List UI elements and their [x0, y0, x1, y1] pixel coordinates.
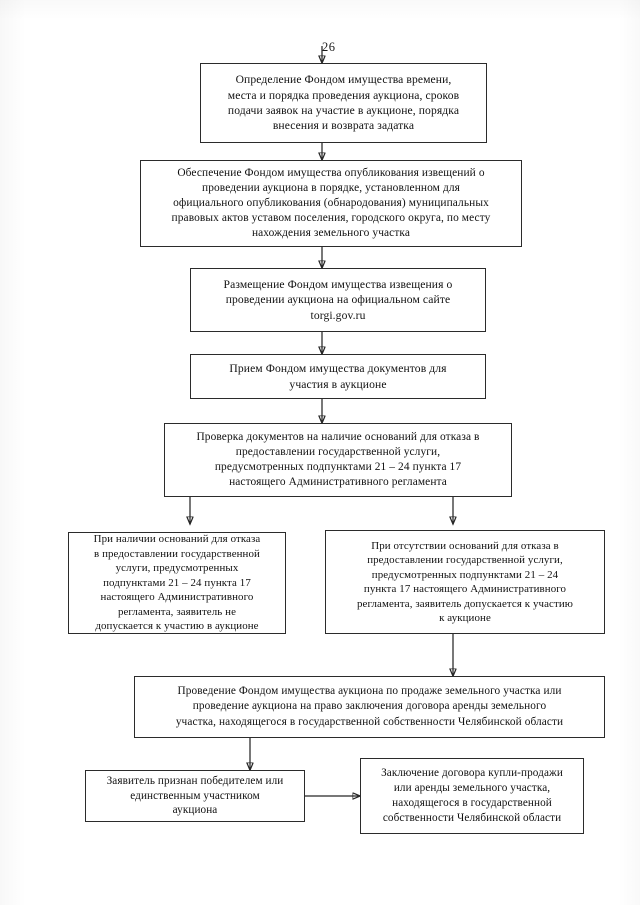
- node-no-refusal-admitted[interactable]: При отсутствии оснований для отказа в пр…: [325, 530, 605, 634]
- node-label: Прием Фондом имущества документов для уч…: [229, 362, 447, 391]
- node-label: При отсутствии оснований для отказа в пр…: [357, 539, 573, 625]
- node-check-refusal-grounds[interactable]: Проверка документов на наличие оснований…: [164, 423, 512, 497]
- node-refusal-not-admitted[interactable]: При наличии оснований для отказа в предо…: [68, 532, 286, 634]
- node-publish-notices[interactable]: Обеспечение Фондом имущества опубликован…: [140, 160, 522, 247]
- node-label: При наличии оснований для отказа в предо…: [93, 533, 261, 633]
- node-label: Заявитель признан победителем или единст…: [106, 774, 284, 817]
- node-conclude-contract[interactable]: Заключение договора купли-продажи или ар…: [360, 758, 584, 834]
- node-label: Обеспечение Фондом имущества опубликован…: [171, 166, 491, 240]
- node-post-notice-torgi[interactable]: Размещение Фондом имущества извещения о …: [190, 268, 486, 332]
- node-label: Определение Фондом имущества времени, ме…: [227, 73, 460, 133]
- page-number: 26: [322, 40, 336, 54]
- node-label: Размещение Фондом имущества извещения о …: [223, 277, 453, 322]
- node-label: Заключение договора купли-продажи или ар…: [381, 767, 563, 824]
- node-label: Проведение Фондом имущества аукциона по …: [175, 685, 564, 728]
- node-label: Проверка документов на наличие оснований…: [196, 430, 480, 489]
- node-receive-documents[interactable]: Прием Фондом имущества документов для уч…: [190, 354, 486, 399]
- node-determine-auction-terms[interactable]: Определение Фондом имущества времени, ме…: [200, 63, 487, 143]
- node-applicant-winner[interactable]: Заявитель признан победителем или единст…: [85, 770, 305, 822]
- node-conduct-auction[interactable]: Проведение Фондом имущества аукциона по …: [134, 676, 605, 738]
